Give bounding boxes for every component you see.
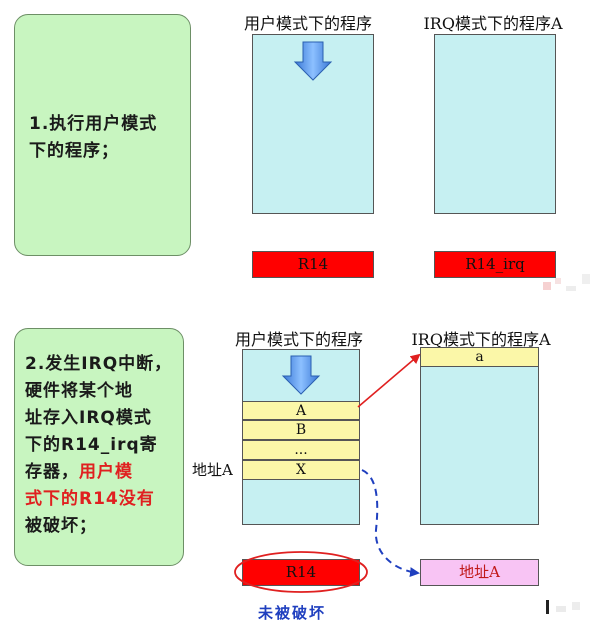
step1-irq-program-box — [434, 34, 556, 214]
step2-r14-register: R14 — [242, 559, 360, 586]
return-address-arrow — [361, 469, 420, 578]
step2-note-red-2: 式下的R14没有 — [25, 489, 155, 509]
step2-note-line-1: 2.发生IRQ中断， — [25, 354, 173, 374]
step1-r14-register: R14 — [252, 251, 374, 278]
step1-irq-program-title: IRQ模式下的程序A — [423, 14, 563, 33]
step2-row-ellipsis: ... — [242, 440, 360, 460]
decor-mark-5 — [546, 600, 549, 614]
step1-flow-arrow-icon — [293, 41, 333, 81]
step2-note-text: 2.发生IRQ中断， 硬件将某个地 址存入IRQ模式 下的R14_irq寄 存器… — [25, 351, 183, 540]
decor-mark-3 — [566, 286, 576, 291]
step2-address-label: 地址A — [192, 461, 233, 479]
r14-highlight-ellipse — [234, 551, 368, 593]
decor-mark-6 — [556, 606, 566, 612]
step2-irq-program-title: IRQ模式下的程序A — [411, 330, 551, 349]
step2-user-program-title: 用户模式下的程序 — [234, 330, 363, 349]
step2-note-line-4: 下的R14_irq寄 — [25, 435, 158, 455]
step2-note-red-1: 用户模 — [79, 462, 133, 482]
step1-note: 1.执行用户模式 下的程序； — [14, 14, 191, 256]
step2-note-line-3: 址存入IRQ模式 — [25, 408, 152, 428]
decor-mark-1 — [543, 282, 551, 290]
decor-mark-4 — [582, 274, 590, 284]
step2-row-a: A — [242, 401, 360, 420]
step2-row-b: B — [242, 420, 360, 440]
step2-note-line-5-text: 存器， — [25, 462, 79, 482]
step2-note-tail: 被破坏； — [25, 516, 97, 536]
decor-mark-2 — [555, 278, 561, 284]
step2-row-x: X — [242, 460, 360, 480]
step2-note: 2.发生IRQ中断， 硬件将某个地 址存入IRQ模式 下的R14_irq寄 存器… — [14, 328, 184, 566]
step2-caption: 未被破坏 — [258, 604, 327, 622]
step2-irq-row-a: a — [420, 347, 539, 367]
step1-note-text: 1.执行用户模式 下的程序； — [29, 111, 189, 165]
interrupt-jump-arrow — [357, 353, 421, 408]
decor-mark-7 — [572, 602, 580, 610]
step2-address-box: 地址A — [420, 559, 539, 586]
step1-note-line-1: 1.执行用户模式 — [29, 114, 158, 134]
step2-flow-arrow-icon — [281, 355, 321, 395]
step2-note-line-5: 存器，用户模 — [25, 459, 183, 486]
step2-note-line-2: 硬件将某个地 — [25, 381, 133, 401]
step1-user-program-title: 用户模式下的程序 — [243, 14, 372, 33]
step2-irq-program-box — [420, 347, 539, 525]
step1-note-line-2: 下的程序； — [29, 141, 119, 161]
step1-r14-irq-register: R14_irq — [434, 251, 556, 278]
